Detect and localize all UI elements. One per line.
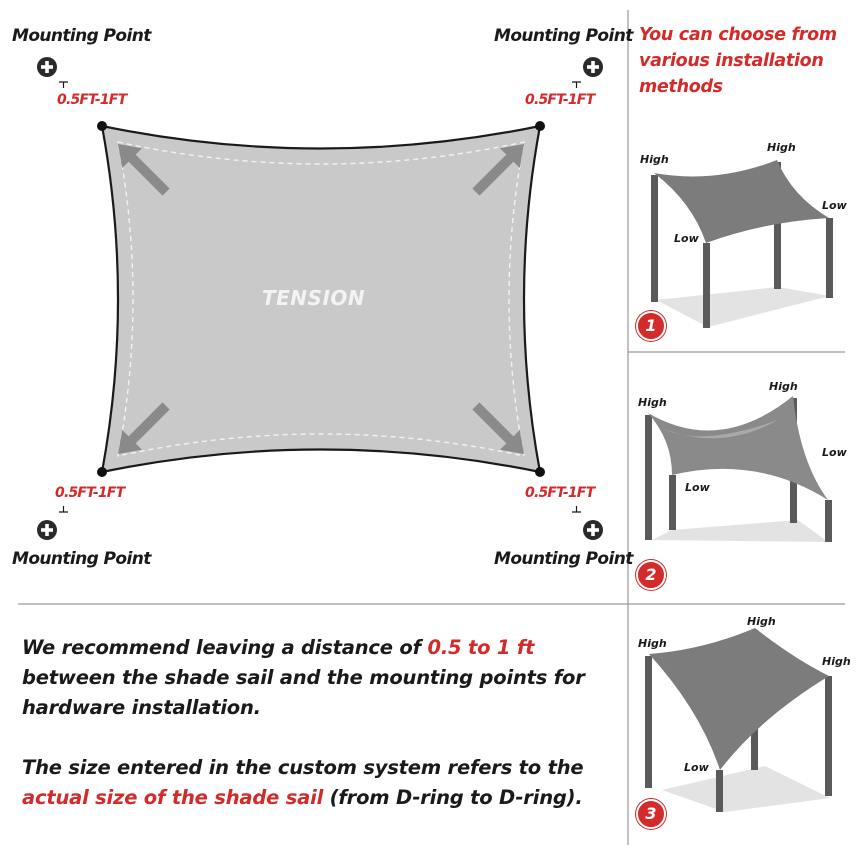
method-2-badge: 2 <box>636 560 666 590</box>
distance-label-bottom-right: 0.5FT-1FT <box>525 485 595 501</box>
note-1-line-3: hardware installation. <box>22 696 261 719</box>
method-1-label-low-front: Low <box>674 232 699 245</box>
method-1-label-low-right: Low <box>822 199 847 212</box>
note-1-highlight: 0.5 to 1 ft <box>427 636 535 659</box>
mounting-point-plus-icons <box>37 57 603 540</box>
side-title-line-1: You can choose from <box>639 25 837 45</box>
method-2-label-high-left: High <box>638 396 667 409</box>
distance-markers <box>59 81 581 513</box>
note-2-highlight: actual size of the shade sail <box>22 786 324 809</box>
plus-icon <box>37 520 57 540</box>
method-2-label-low-front: Low <box>685 481 710 494</box>
plus-icon <box>583 520 603 540</box>
method-1-illustration <box>651 160 833 328</box>
method-3-label-high-left: High <box>638 637 667 650</box>
method-3-label-low-front: Low <box>684 761 709 774</box>
note-2-suffix: (from D-ring to D-ring). <box>323 786 583 809</box>
note-2-line-2: actual size of the shade sail (from D-ri… <box>22 783 583 813</box>
method-2-label-low-right: Low <box>822 446 847 459</box>
distance-label-top-right: 0.5FT-1FT <box>525 92 595 108</box>
method-1-badge: 1 <box>636 311 666 341</box>
arrow-top-left <box>118 144 170 196</box>
note-1-line-2: between the shade sail and the mounting … <box>22 666 585 689</box>
method-1-label-high-left: High <box>640 153 669 166</box>
method-2-illustration <box>645 396 832 542</box>
method-3-label-high-right: High <box>822 655 851 668</box>
method-3-label-high-back: High <box>747 615 776 628</box>
arrow-bottom-left <box>118 402 170 454</box>
note-1-prefix: We recommend leaving a distance of <box>22 636 428 659</box>
d-rings <box>97 121 545 477</box>
size-note: The size entered in the custom system re… <box>22 753 584 813</box>
plus-icon <box>583 57 603 77</box>
side-title-line-2: various installation <box>639 51 824 71</box>
distance-label-top-left: 0.5FT-1FT <box>57 92 127 108</box>
method-3-illustration <box>645 628 832 812</box>
tension-arrows <box>118 144 524 454</box>
arrow-bottom-right <box>472 402 524 454</box>
side-title-line-3: methods <box>639 77 723 97</box>
method-2-label-high-back: High <box>769 380 798 393</box>
note-2-line-1: The size entered in the custom system re… <box>22 756 584 779</box>
arrow-top-right <box>472 144 524 196</box>
note-1-line-1: We recommend leaving a distance of 0.5 t… <box>22 633 585 663</box>
mounting-point-label-bottom-right: Mounting Point <box>494 549 633 569</box>
mounting-point-label-bottom-left: Mounting Point <box>12 549 151 569</box>
distance-label-bottom-left: 0.5FT-1FT <box>55 485 125 501</box>
mounting-point-label-top-right: Mounting Point <box>494 26 633 46</box>
tension-label: TENSION <box>262 286 366 310</box>
recommendation-note: We recommend leaving a distance of 0.5 t… <box>22 633 585 723</box>
method-1-label-high-back: High <box>767 141 796 154</box>
sail-stitching <box>117 141 525 457</box>
plus-icon <box>37 57 57 77</box>
side-panel-title: You can choose from various installation… <box>639 22 837 100</box>
mounting-point-label-top-left: Mounting Point <box>12 26 151 46</box>
method-3-badge: 3 <box>636 799 666 829</box>
